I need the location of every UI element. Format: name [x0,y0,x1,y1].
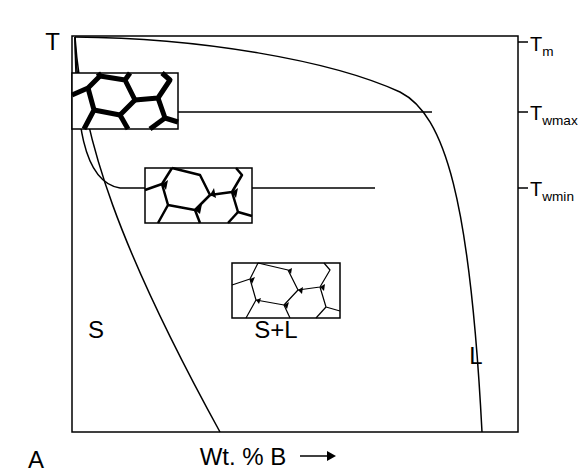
phase-label: S+L [254,318,297,342]
component-label: A [28,448,44,472]
microstructure-inset [145,168,252,223]
temperature-label: Twmin [530,179,574,199]
axis-title: Wt. % B [200,445,287,469]
microstructure-inset [72,73,178,129]
phase-label: S [88,318,104,342]
plot-frame [72,36,518,432]
axis-symbol: T [45,30,60,54]
microstructure-inset [232,263,340,318]
temperature-label: Twmax [530,103,578,123]
axis-arrow [300,451,336,461]
phase-label: L [469,344,482,368]
temperature-label: Tm [530,34,554,54]
temperature-ticks [518,42,528,188]
